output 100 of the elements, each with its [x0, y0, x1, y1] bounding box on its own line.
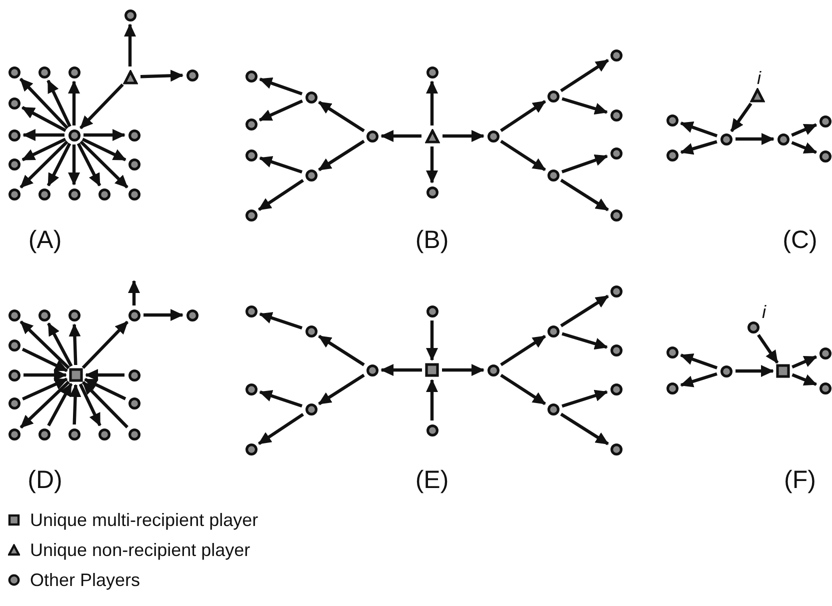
circle-node [610, 48, 622, 62]
panel-label: (D) [28, 466, 62, 494]
circle-node [366, 130, 378, 142]
arrow [259, 77, 303, 96]
arrow [144, 309, 184, 321]
arrow [560, 58, 609, 92]
arrow [24, 369, 67, 381]
square-node [776, 364, 790, 378]
circle-node [610, 344, 622, 356]
circle-node [124, 8, 136, 22]
circle-node [426, 424, 438, 436]
square-node [425, 363, 439, 377]
arrow [736, 365, 774, 377]
circle-node [244, 118, 258, 130]
arrow [500, 100, 546, 132]
arrow [140, 70, 184, 82]
circle-node [366, 364, 378, 376]
circle-node [304, 168, 318, 182]
arrow [426, 320, 438, 361]
circle-node [486, 364, 500, 376]
arrow [22, 378, 68, 401]
legend-text: Unique multi-recipient player [30, 509, 258, 531]
circle-node [68, 188, 80, 200]
arrow [318, 334, 365, 366]
legend-text: Other Players [30, 569, 140, 591]
arrow [560, 294, 609, 328]
arrow [128, 280, 140, 306]
circle-node [244, 148, 258, 162]
circle-node [546, 402, 560, 416]
circle-node [8, 338, 20, 352]
arrow [442, 364, 484, 376]
circle-node [68, 128, 80, 142]
triangle-node [424, 128, 440, 144]
player-label: i [762, 303, 766, 321]
arrow [560, 412, 609, 446]
circle-node [38, 428, 50, 440]
circle-node [818, 114, 832, 128]
arrow [22, 348, 68, 372]
circle-node [244, 382, 258, 396]
arrow [46, 142, 72, 186]
arrow [792, 373, 818, 386]
circle-node [38, 66, 50, 78]
arrow [68, 80, 80, 126]
arrow [561, 154, 608, 174]
circle-node [610, 442, 622, 456]
circle-node [610, 284, 622, 298]
circle-node [8, 308, 20, 322]
circle-node [304, 402, 318, 416]
panel-label: (E) [415, 466, 449, 494]
arrow [68, 144, 80, 186]
arrow [69, 384, 82, 425]
arrow [500, 140, 546, 172]
circle-node [610, 146, 622, 160]
arrow [259, 156, 302, 174]
arrow [259, 390, 302, 408]
arrow [258, 412, 304, 446]
arrow [500, 334, 546, 366]
circle-node [98, 188, 110, 200]
circle-node [426, 186, 438, 198]
circle-node [818, 346, 832, 360]
arrow [46, 80, 72, 128]
circle-node [610, 382, 622, 396]
circle-node [546, 168, 560, 182]
arrow [426, 379, 438, 420]
circle-node [128, 188, 140, 200]
arrow [22, 106, 66, 132]
circle-node [8, 428, 20, 440]
arrow [82, 138, 126, 162]
circle-node [38, 308, 50, 322]
arrow [78, 383, 102, 426]
circle-node [244, 208, 258, 222]
circle-node [8, 396, 20, 410]
circle-node [8, 96, 20, 110]
arrow [47, 322, 73, 367]
arrow [380, 130, 422, 142]
circle-node [128, 396, 140, 410]
arrow [82, 381, 128, 428]
circle-node [38, 188, 50, 200]
panel-label: (F) [784, 466, 816, 494]
circle-node [666, 114, 678, 126]
arrow [791, 123, 818, 137]
arrow [318, 140, 365, 172]
arrow [258, 178, 304, 212]
circle-node [128, 158, 140, 170]
circle-node [610, 108, 622, 122]
arrow [680, 140, 718, 155]
circle-node [244, 442, 258, 456]
arrow [68, 324, 81, 366]
arrow [791, 141, 818, 154]
arrow [124, 24, 136, 66]
circle-node [426, 304, 438, 318]
arrow [258, 99, 303, 122]
circle-node [8, 158, 20, 170]
circle-node [128, 428, 140, 440]
circle-node [666, 382, 678, 394]
player-label: i [757, 69, 761, 87]
arrow [792, 355, 818, 369]
arrow [562, 332, 608, 350]
panel-label: (A) [28, 226, 62, 254]
arrow [318, 374, 365, 406]
